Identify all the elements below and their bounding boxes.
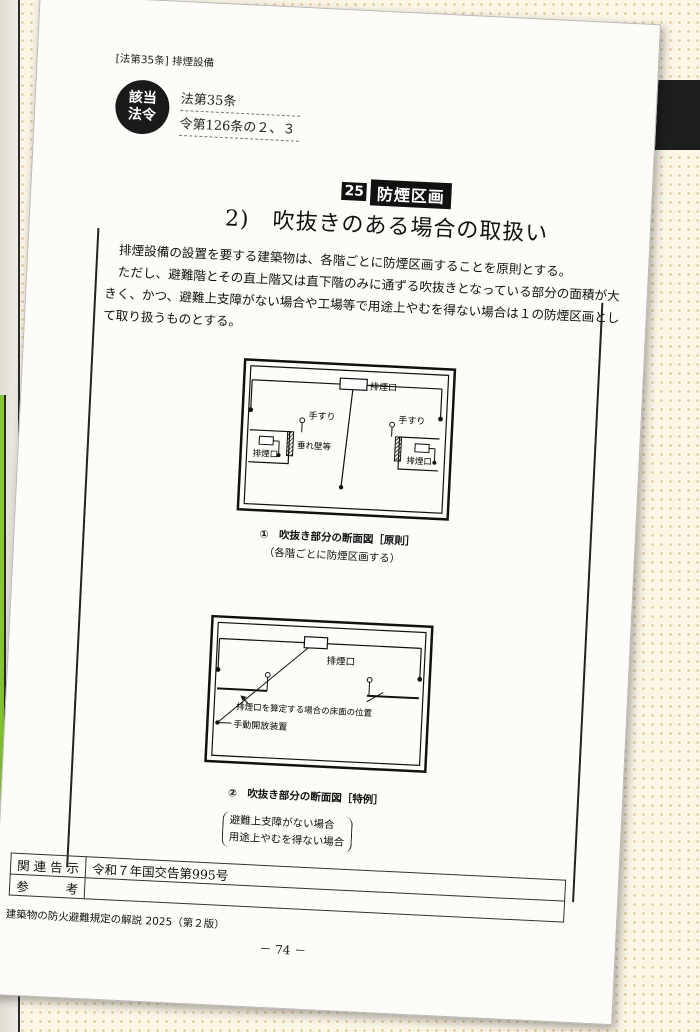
applicable-law-badge: 該当 法令 xyxy=(114,78,171,136)
figure2-conditions: 避難上支障がない場合 用途上やむを得ない場合 xyxy=(221,810,353,854)
page-title: 2) 吹抜きのある場合の取扱い xyxy=(224,206,549,248)
section-diagram-principle: 排煙口 手すり 手すり 垂れ壁等 排煙口 排煙口 xyxy=(236,358,457,521)
label-exhaust-top: 排煙口 xyxy=(370,381,398,394)
green-cover-strip xyxy=(0,395,6,955)
body-text: 排煙設備の設置を要する建築物は、各階ごとに防煙区画することを原則とする。 ただし… xyxy=(103,239,627,352)
badge-line1: 該当 xyxy=(128,89,158,107)
label-floor-note: 排煙口を算定する場合の床面の位置 xyxy=(236,701,373,719)
label-handrail-right: 手すり xyxy=(398,414,426,427)
label-exhaust-left: 排煙口 xyxy=(252,448,278,460)
applicable-laws: 法第35条 令第126条の２、３ xyxy=(179,85,302,142)
figure2-caption: ② 吹抜き部分の断面図［特例］ xyxy=(227,787,384,807)
section-label: 25 防煙区画 xyxy=(341,178,452,210)
right-rule xyxy=(572,302,604,903)
section-diagram-exception: 排煙口 排煙口を算定する場合の床面の位置 手動開放装置 xyxy=(204,614,434,774)
article-tag: [法第35条] 排煙設備 xyxy=(115,52,215,70)
badge-line2: 法令 xyxy=(127,106,157,124)
label-manual-device: 手動開放装置 xyxy=(233,718,288,733)
left-rule xyxy=(66,228,100,868)
law-item: 令第126条の２、３ xyxy=(179,110,301,142)
label-exhaust: 排煙口 xyxy=(326,655,355,668)
label-exhaust-right: 排煙口 xyxy=(406,455,432,467)
document-page: [法第35条] 排煙設備 該当 法令 法第35条 令第126条の２、３ 25 防… xyxy=(0,0,662,1026)
label-handrail-left: 手すり xyxy=(308,410,336,423)
section-number: 25 xyxy=(341,181,368,202)
section-name: 防煙区画 xyxy=(370,179,452,210)
page-number: － 74 － xyxy=(259,941,307,959)
book-title: 建築物の防火避難規定の解説 2025（第２版） xyxy=(5,908,225,932)
row-key: 参 考 xyxy=(9,874,86,899)
figure1-subcaption: （各階ごとに防煙区画する） xyxy=(263,546,401,566)
label-hanging-wall: 垂れ壁等 xyxy=(297,440,332,453)
